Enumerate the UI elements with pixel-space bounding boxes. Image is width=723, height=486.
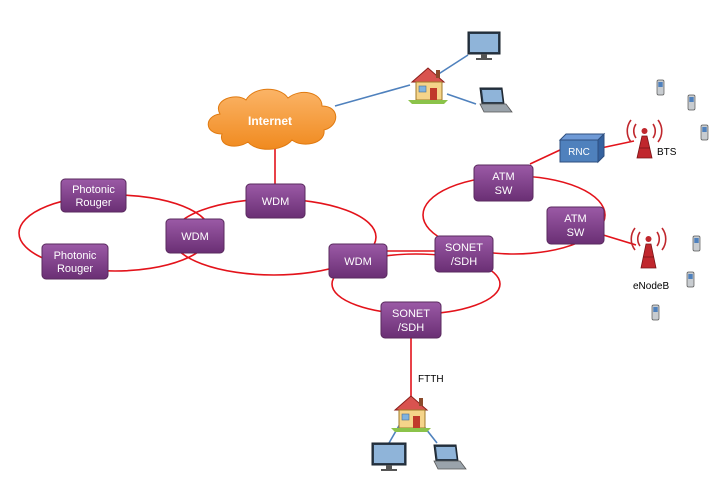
enodeb-antenna-icon (630, 227, 667, 269)
laptop-icon-bottom (433, 444, 467, 470)
atm-top-line1: ATM (492, 171, 514, 183)
internet-cloud-icon: Internet (207, 88, 337, 150)
internet-home-link (334, 84, 411, 107)
ftth-label: FTTH (418, 374, 444, 385)
sonet-sdh-node-bottom[interactable]: SONET /SDH (380, 301, 442, 339)
rnc-label: RNC (568, 147, 590, 158)
bts-antenna-icon (626, 119, 663, 159)
photonic-rouger-bottom-line2: Rouger (57, 263, 93, 275)
photonic-rouger-node-top[interactable]: Photonic Rouger (60, 178, 127, 213)
atm-rnc-link (529, 149, 561, 165)
wdm-node-left[interactable]: WDM (165, 218, 225, 254)
sonet-right-line1: SONET (445, 242, 483, 254)
atm-sw-node-top[interactable]: ATM SW (473, 164, 534, 202)
home-tv-link (436, 54, 469, 76)
enodeb-label: eNodeB (633, 281, 669, 292)
sonet-right-line2: /SDH (451, 256, 477, 268)
house-icon-bottom (391, 395, 431, 432)
photonic-rouger-node-bottom[interactable]: Photonic Rouger (41, 243, 109, 280)
mobile-phone-icon (656, 79, 665, 96)
photonic-rouger-bottom-line1: Photonic (54, 250, 97, 262)
rnc-node[interactable]: RNC (558, 132, 606, 164)
mobile-phone-icon (700, 124, 709, 141)
monitor-icon-bottom (371, 442, 407, 471)
mobile-phone-icon (687, 94, 696, 111)
wdm-top-label: WDM (262, 196, 290, 208)
wdm-node-center[interactable]: WDM (328, 243, 388, 279)
sonet-sdh-node-right[interactable]: SONET /SDH (434, 235, 494, 273)
mobile-phone-icon (651, 304, 660, 321)
internet-label: Internet (248, 114, 292, 128)
rnc-bts-link (600, 140, 635, 149)
bts-label: BTS (657, 147, 677, 158)
atm-right-line2: SW (567, 227, 585, 239)
house-icon-top (408, 67, 448, 104)
mobile-phone-icon (692, 235, 701, 252)
wdm-node-top[interactable]: WDM (245, 183, 306, 219)
monitor-icon-top (467, 31, 501, 60)
atm-right-line1: ATM (564, 213, 586, 225)
atm-top-line2: SW (495, 185, 513, 197)
wdm-center-label: WDM (344, 256, 372, 268)
sonet-bottom-line1: SONET (392, 308, 430, 320)
photonic-rouger-top-line2: Rouger (75, 197, 111, 209)
sonet-bottom-line2: /SDH (398, 322, 424, 334)
laptop-icon-top (479, 87, 513, 113)
ftth-home-tv-link (388, 423, 401, 444)
mobile-phone-icon (686, 271, 695, 288)
atm-enodeb-link (599, 233, 637, 246)
wdm-left-label: WDM (181, 231, 209, 243)
home-laptop-link (446, 93, 477, 105)
photonic-rouger-top-line1: Photonic (72, 184, 115, 196)
atm-sw-node-right[interactable]: ATM SW (546, 206, 605, 245)
